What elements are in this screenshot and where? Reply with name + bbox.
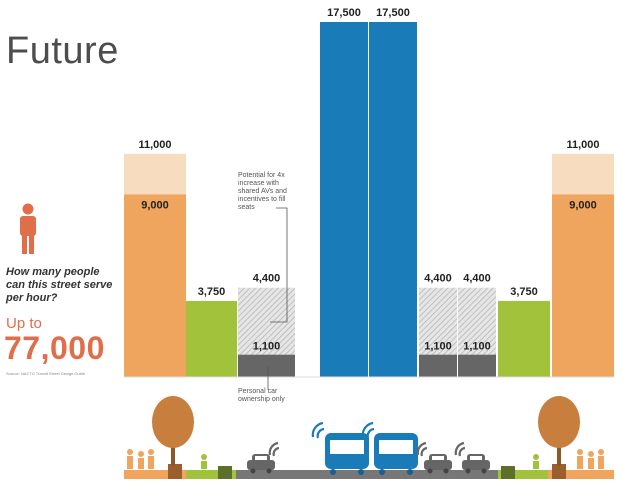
car-icon (247, 454, 275, 474)
street-illustration (124, 396, 614, 479)
curb-left (218, 466, 232, 479)
street-strip-bike-right (498, 470, 548, 479)
cyclist-icon (201, 454, 207, 469)
car-icon (462, 454, 490, 474)
value-label: 1,100 (253, 341, 281, 353)
street-strip-ped-left (124, 470, 186, 479)
bar-current (419, 354, 457, 377)
value-label: 1,100 (424, 341, 452, 353)
bus-icon (325, 433, 369, 475)
pedestrians-icon (577, 449, 604, 469)
question-text: How many people can this street serve pe… (6, 266, 113, 304)
note-car-ownership: Personal car ownership only (238, 388, 285, 403)
value-label: 17,500 (327, 7, 361, 19)
street-strip-ped-right (548, 470, 614, 479)
street-strip-bike-left (186, 470, 236, 479)
value-label: 1,100 (463, 341, 491, 353)
bar-current (186, 300, 237, 377)
planter-left (168, 464, 182, 479)
cyclist-icon (533, 454, 539, 469)
total-capacity: 77,000 (4, 330, 105, 366)
curb-right (501, 466, 515, 479)
planter-right (552, 464, 566, 479)
value-labels-layer: 11,000 9,000 3,750 4,400 1,100 17,500 17,500 4,… (138, 7, 599, 353)
signal-icon (268, 421, 466, 457)
bar-current (498, 300, 550, 377)
upto-label: Up to (6, 315, 42, 332)
bar-current (320, 22, 368, 377)
note-potential: Potential for 4x increase with shared AV… (238, 172, 287, 211)
street-strip-road (236, 470, 498, 479)
bar-current (552, 194, 614, 377)
tree-icon (538, 396, 580, 466)
value-label-potential: 11,000 (566, 139, 599, 151)
bar-current (458, 354, 496, 377)
value-label: 9,000 (569, 199, 597, 211)
value-label: 17,500 (376, 7, 410, 19)
bars-layer (124, 22, 614, 377)
car-icon (424, 454, 452, 474)
bar-current (369, 22, 417, 377)
person-icon (20, 203, 36, 254)
pedestrians-icon (127, 449, 154, 469)
bar-current (124, 194, 186, 377)
tree-icon (152, 396, 194, 466)
value-label-potential: 4,400 (463, 273, 491, 285)
bar-current (238, 354, 295, 377)
value-label: 3,750 (510, 286, 538, 298)
page-title: Future (6, 30, 119, 72)
value-label-potential: 11,000 (138, 139, 171, 151)
note-top-connector (270, 207, 288, 323)
value-label-potential: 4,400 (424, 273, 452, 285)
value-label: 9,000 (141, 199, 169, 211)
source-note: Source: NACTO Transit Street Design Guid… (6, 371, 86, 376)
value-label: 3,750 (198, 286, 226, 298)
value-label-potential: 4,400 (253, 273, 281, 285)
bus-icon (374, 433, 418, 475)
